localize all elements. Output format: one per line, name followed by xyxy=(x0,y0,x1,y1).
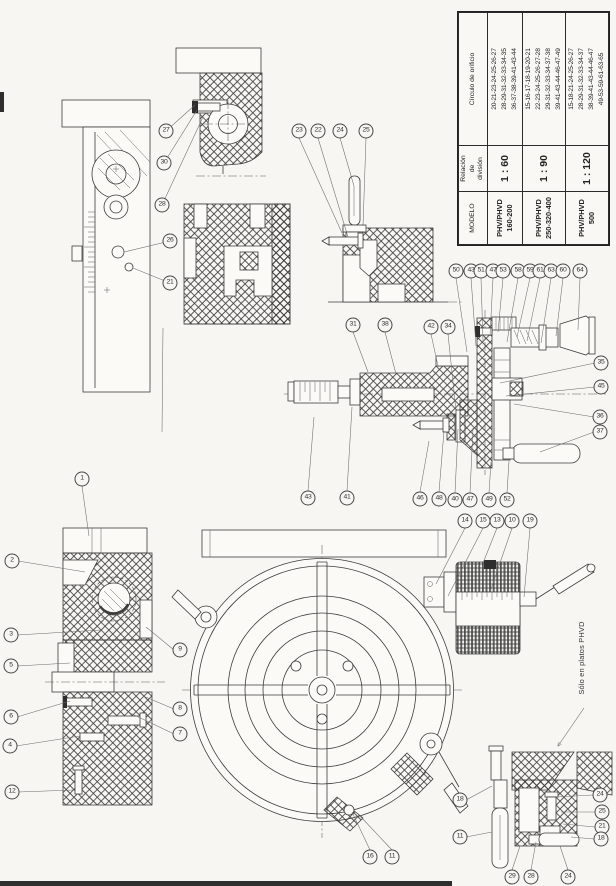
view-phvd-detail xyxy=(488,745,613,869)
part-balloon: 22 xyxy=(310,123,326,139)
view-worm-shaft-assembly xyxy=(284,310,606,475)
part-balloon: 42 xyxy=(423,319,439,335)
part-balloon: 48 xyxy=(431,491,447,507)
part-balloon: 23 xyxy=(291,123,307,139)
view-corner-detail xyxy=(175,47,266,177)
part-balloon: 45 xyxy=(593,379,609,395)
view-side-elevation xyxy=(61,99,151,393)
part-balloon: 18 xyxy=(593,831,609,847)
part-balloon: 7 xyxy=(172,726,188,742)
view-section-detail xyxy=(183,203,291,325)
part-balloon: 35 xyxy=(593,355,609,371)
scan-artifacts xyxy=(0,92,452,886)
part-balloon: 11 xyxy=(452,829,468,845)
part-balloon: 47 xyxy=(462,492,478,508)
view-cross-section xyxy=(45,527,165,806)
part-balloon: 31 xyxy=(345,317,361,333)
part-balloon: 14 xyxy=(457,513,473,529)
part-balloon: 50 xyxy=(448,263,464,279)
part-balloon: 16 xyxy=(362,849,378,865)
view-clamp-detail xyxy=(321,175,464,303)
part-balloon: 26 xyxy=(162,233,178,249)
part-balloon: 12 xyxy=(4,784,20,800)
part-balloon: 11 xyxy=(384,849,400,865)
part-balloon: 30 xyxy=(156,155,172,171)
part-balloon: 40 xyxy=(447,492,463,508)
part-balloon: 8 xyxy=(172,701,188,717)
part-balloon: 10 xyxy=(504,513,520,529)
part-balloon: 64 xyxy=(572,263,588,279)
part-balloon: 21 xyxy=(162,275,178,291)
part-balloon: 3 xyxy=(3,627,19,643)
part-balloon: 9 xyxy=(172,642,188,658)
part-balloon: 37 xyxy=(592,424,608,440)
part-balloon: 52 xyxy=(499,492,515,508)
part-balloon: 36 xyxy=(592,409,608,425)
part-balloon: 15 xyxy=(475,513,491,529)
part-balloon: 13 xyxy=(489,513,505,529)
part-balloon: 24 xyxy=(592,787,608,803)
part-balloon: 24 xyxy=(332,123,348,139)
part-balloon: 1 xyxy=(74,471,90,487)
part-balloon: 2 xyxy=(4,553,20,569)
part-balloon: 25 xyxy=(358,123,374,139)
part-balloon: 41 xyxy=(339,490,355,506)
part-balloon: 19 xyxy=(522,513,538,529)
part-balloon: 28 xyxy=(154,197,170,213)
part-balloon: 24 xyxy=(560,869,576,885)
leader-lines xyxy=(15,104,596,871)
part-balloon: 34 xyxy=(440,319,456,335)
part-balloon: 6 xyxy=(3,709,19,725)
part-balloon: 60 xyxy=(555,263,571,279)
part-balloon: 5 xyxy=(3,658,19,674)
part-balloon: 53 xyxy=(495,263,511,279)
part-balloon: 29 xyxy=(504,869,520,885)
view-table-top xyxy=(171,529,596,838)
part-balloon: 4 xyxy=(2,738,18,754)
part-balloon: 25 xyxy=(594,804,610,820)
part-balloon: 49 xyxy=(481,492,497,508)
part-balloon: 46 xyxy=(412,491,428,507)
part-balloon: 18 xyxy=(452,792,468,808)
part-balloon: 21 xyxy=(594,819,610,835)
part-balloon: 27 xyxy=(158,123,174,139)
part-balloon: 38 xyxy=(377,317,393,333)
part-balloon: 43 xyxy=(300,490,316,506)
part-balloon: 28 xyxy=(523,869,539,885)
